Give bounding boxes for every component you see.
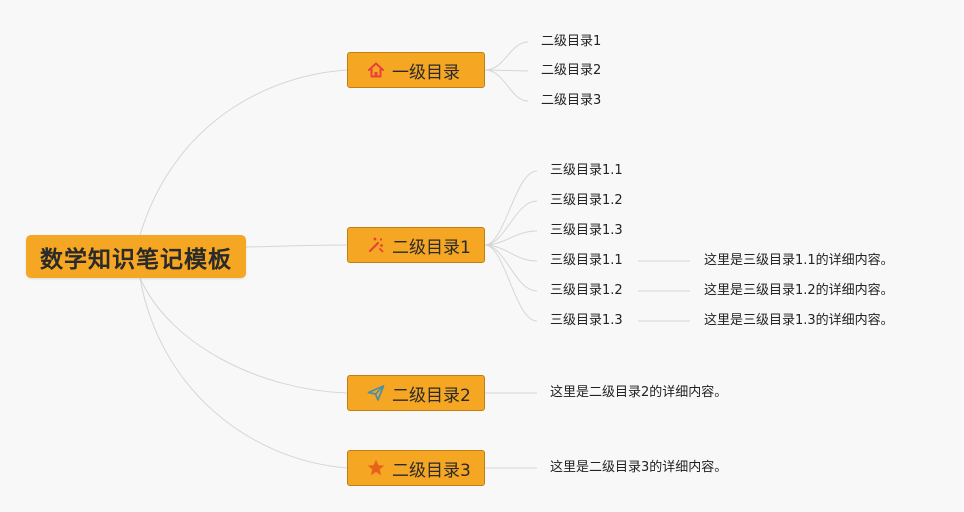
detail-text-1-1[interactable]: 这里是三级目录1.1的详细内容。 [704, 253, 894, 268]
branch-2-child-3[interactable]: 三级目录1.3 [550, 223, 623, 238]
connector-branch-2-child-5 [484, 244, 538, 292]
branch-1-child-1[interactable]: 二级目录1 [541, 34, 602, 49]
connector-root-branch-2 [245, 244, 348, 248]
detail-text-1-3[interactable]: 这里是三级目录1.3的详细内容。 [704, 313, 894, 328]
connector-branch-1-child-3 [484, 69, 529, 102]
connector-branch-1-child-1 [484, 41, 529, 71]
detail-text-1-2[interactable]: 这里是三级目录1.2的详细内容。 [704, 283, 894, 298]
connector-branch-2-child-2 [484, 200, 538, 246]
paper-plane-icon [366, 383, 386, 403]
branch-2-child-4[interactable]: 三级目录1.1 [550, 253, 623, 268]
connector-root-branch-1 [139, 69, 348, 236]
connector-branch-1-child-2 [484, 69, 529, 72]
branch-node-2[interactable]: 二级目录1 [347, 227, 485, 263]
branch-node-1[interactable]: 一级目录 [347, 52, 485, 88]
branch-2-child-5[interactable]: 三级目录1.2 [550, 283, 623, 298]
magic-wand-icon [366, 235, 386, 255]
branch-1-child-3[interactable]: 二级目录3 [541, 93, 602, 108]
branch-3-detail[interactable]: 这里是二级目录2的详细内容。 [550, 385, 728, 400]
connector-branch-2-child-3 [484, 230, 538, 246]
branch-node-1-label: 一级目录 [392, 62, 460, 83]
connector-root-branch-3 [139, 277, 348, 394]
star-icon [366, 458, 386, 478]
branch-2-child-1[interactable]: 三级目录1.1 [550, 163, 623, 178]
connector-root-branch-4 [139, 277, 348, 469]
branch-node-3-label: 二级目录2 [392, 385, 471, 406]
connector-branch-2-child-1 [484, 170, 538, 246]
branch-node-3[interactable]: 二级目录2 [347, 375, 485, 411]
root-node-title: 数学知识笔记模板 [40, 246, 232, 273]
home-icon [366, 60, 386, 80]
branch-2-child-6[interactable]: 三级目录1.3 [550, 313, 623, 328]
branch-2-child-2[interactable]: 三级目录1.2 [550, 193, 623, 208]
branch-4-detail[interactable]: 这里是二级目录3的详细内容。 [550, 460, 728, 475]
branch-node-2-label: 二级目录1 [392, 237, 471, 258]
root-node[interactable]: 数学知识笔记模板 [26, 235, 246, 278]
branch-1-child-2[interactable]: 二级目录2 [541, 63, 602, 78]
branch-node-4-label: 二级目录3 [392, 460, 471, 481]
connector-branch-2-child-6 [484, 244, 538, 322]
branch-node-4[interactable]: 二级目录3 [347, 450, 485, 486]
